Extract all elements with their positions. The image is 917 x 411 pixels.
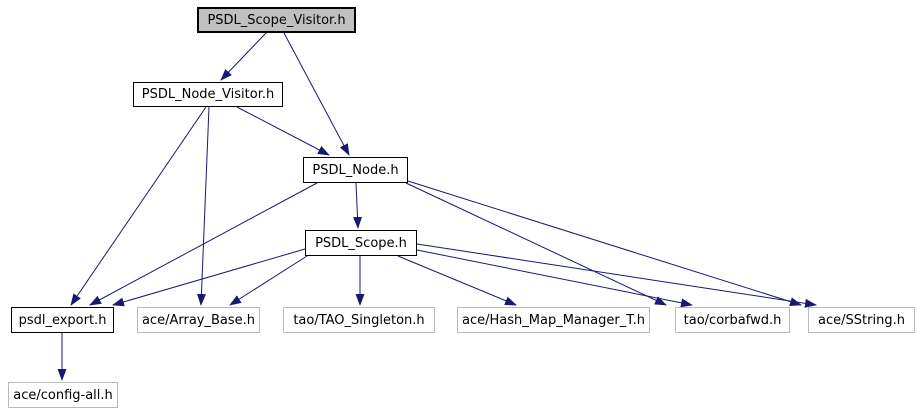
- node-sstring[interactable]: ace/SString.h: [808, 307, 915, 333]
- edge-psdl_node-to-psdl_export: [89, 182, 318, 306]
- node-psdl_scope[interactable]: PSDL_Scope.h: [305, 230, 417, 256]
- edge-psdl_node-to-psdl_scope: [353, 182, 363, 229]
- node-psdl_export[interactable]: psdl_export.h: [11, 307, 114, 333]
- edge-psdl_node_visitor-to-psdl_export: [70, 106, 207, 306]
- node-psdl_scope_visitor: PSDL_Scope_Visitor.h: [197, 7, 356, 33]
- edge-psdl_node_visitor-to-array_base: [196, 106, 210, 306]
- edge-psdl_node-to-corbafwd: [405, 182, 667, 306]
- node-psdl_node_visitor[interactable]: PSDL_Node_Visitor.h: [133, 82, 283, 107]
- edge-psdl_scope-to-corbafwd: [416, 249, 693, 308]
- edge-group: [57, 32, 817, 381]
- edge-psdl_node_visitor-to-psdl_node: [236, 106, 330, 156]
- node-hash_map_manager[interactable]: ace/Hash_Map_Manager_T.h: [457, 307, 650, 333]
- edge-psdl_scope_visitor-to-psdl_node_visitor: [220, 32, 267, 81]
- edge-psdl_node-to-sstring: [407, 180, 802, 306]
- node-tao_singleton[interactable]: tao/TAO_Singleton.h: [283, 307, 435, 333]
- edge-psdl_scope-to-hash_map_manager: [397, 255, 517, 306]
- node-corbafwd[interactable]: tao/corbafwd.h: [675, 307, 790, 333]
- edge-psdl_scope-to-sstring: [416, 243, 817, 308]
- node-psdl_node[interactable]: PSDL_Node.h: [303, 157, 408, 183]
- node-config_all[interactable]: ace/config-all.h: [8, 382, 118, 408]
- edge-psdl_scope-to-psdl_export: [112, 248, 306, 307]
- edge-psdl_scope-to-array_base: [229, 255, 308, 306]
- edge-psdl_scope_visitor-to-psdl_node: [283, 32, 350, 156]
- node-array_base[interactable]: ace/Array_Base.h: [137, 307, 260, 333]
